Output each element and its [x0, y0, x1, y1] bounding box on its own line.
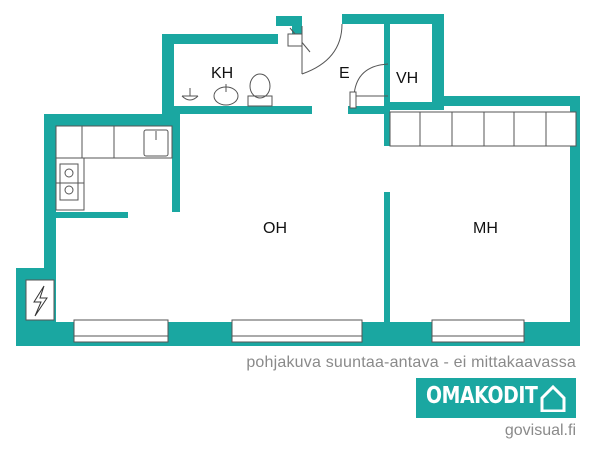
room-label-vh: VH [396, 70, 418, 87]
house-icon [540, 384, 566, 412]
room-label-kh: KH [211, 65, 233, 82]
walls [16, 14, 580, 346]
lightning-icon [33, 285, 48, 317]
room-label-oh: OH [263, 220, 287, 237]
stove-icon [59, 163, 79, 201]
windows [73, 319, 525, 343]
sink-icon [143, 129, 169, 157]
room-label-e: E [339, 65, 350, 82]
door-panels [287, 33, 357, 109]
room-label-mh: MH [473, 220, 498, 237]
wc-fixtures [181, 73, 273, 107]
wardrobe [389, 111, 577, 147]
brand-logo: OMAKODIT [416, 378, 576, 418]
electric-panel [25, 279, 55, 321]
website-credit: govisual.fi [504, 422, 576, 439]
doors [289, 23, 389, 97]
kitchen-counter [55, 125, 173, 211]
disclaimer-caption: pohjakuva suuntaa-antava - ei mittakaava… [246, 354, 576, 371]
brand-name: OMAKODIT [426, 383, 538, 409]
